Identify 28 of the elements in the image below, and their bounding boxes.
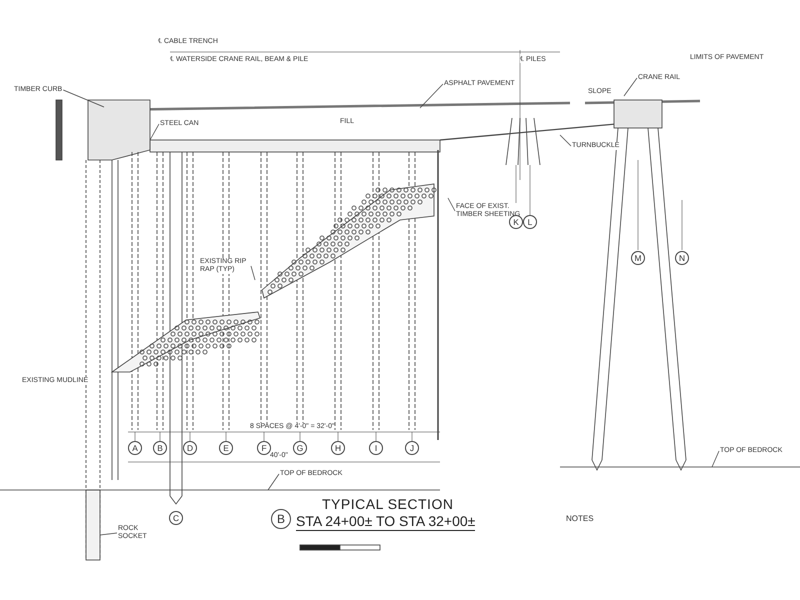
grid-bubble: I: [369, 441, 383, 455]
section-bubble: B: [271, 509, 291, 529]
leader-line: [250, 266, 256, 280]
leader-line: [712, 450, 720, 468]
grid-bubble: J: [405, 441, 419, 455]
notes-heading: NOTES: [566, 514, 594, 523]
leader-line: [560, 134, 572, 146]
grid-bubble: N: [675, 251, 689, 265]
grid-bubble: D: [183, 441, 197, 455]
grid-bubble: F: [257, 441, 271, 455]
grid-bubble: C: [169, 511, 183, 525]
leader-line: [150, 124, 160, 140]
grid-bubble: L: [523, 215, 537, 229]
grid-bubble: H: [331, 441, 345, 455]
leader-line: [62, 90, 104, 108]
section-title: TYPICAL SECTION: [322, 496, 454, 512]
leader-line: [624, 78, 638, 96]
grid-bubble: K: [509, 215, 523, 229]
grid-bubble: A: [128, 441, 142, 455]
grid-bubble: G: [293, 441, 307, 455]
leader-line: [420, 84, 444, 108]
grid-bubble: B: [153, 441, 167, 455]
station-range: STA 24+00± TO STA 32+00±: [296, 513, 476, 531]
leader-line: [100, 532, 118, 536]
grid-bubble: M: [631, 251, 645, 265]
leader-line: [448, 198, 456, 212]
leader-line: [268, 474, 280, 490]
grid-bubble: E: [219, 441, 233, 455]
